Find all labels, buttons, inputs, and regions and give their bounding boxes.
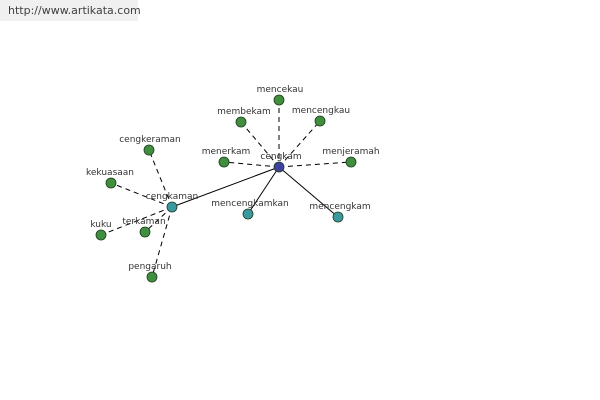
edge-cengkam-mencengkam [278,166,339,218]
node-cengkaman[interactable] [166,201,178,213]
node-label-kuku[interactable]: kuku [90,220,111,230]
node-mencengkam[interactable] [332,211,344,223]
node-label-mencengkam[interactable]: mencengkam [309,202,370,212]
edge-cengkaman-kekuasaan [110,182,173,208]
edge-cengkaman-kuku [100,206,173,236]
node-terkaman[interactable] [139,226,151,238]
node-label-membekam[interactable]: membekam [217,107,271,117]
node-mencengkamkan[interactable] [242,208,254,220]
url-link[interactable]: http://www.artikata.com [8,4,141,17]
node-menjeramah[interactable] [345,156,357,168]
node-label-terkaman[interactable]: terkaman [122,217,165,227]
edge-cengkam-cengkaman [171,166,280,208]
node-membekam[interactable] [235,116,247,128]
edge-cengkam-menerkam [223,161,280,168]
node-label-cengkaman[interactable]: cengkaman [146,192,198,202]
node-label-mencengkamkan[interactable]: mencengkamkan [211,199,289,209]
node-menerkam[interactable] [218,156,230,168]
node-label-menjeramah[interactable]: menjeramah [322,147,379,157]
edge-cengkam-mencengkamkan [247,166,280,215]
edge-cengkaman-cengkeraman [148,149,173,208]
node-cengkam[interactable] [273,161,285,173]
edge-cengkaman-terkaman [144,206,173,233]
node-label-menerkam[interactable]: menerkam [202,147,251,157]
graph-edges [100,100,352,278]
node-mencengkau[interactable] [314,115,326,127]
node-pengaruh[interactable] [146,271,158,283]
node-mencekau[interactable] [273,94,285,106]
node-label-cengkeraman[interactable]: cengkeraman [119,135,181,145]
node-label-mencekau[interactable]: mencekau [257,85,304,95]
node-kuku[interactable] [95,229,107,241]
url-bar: http://www.artikata.com [0,0,141,21]
edge-cengkaman-pengaruh [151,206,173,278]
node-kekuasaan[interactable] [105,177,117,189]
node-label-mencengkau[interactable]: mencengkau [292,106,350,116]
edge-cengkam-mencengkau [278,120,321,168]
node-label-pengaruh[interactable]: pengaruh [128,262,171,272]
graph-labels: cengkam cengkaman mencengkamkan mencengkam m… [86,85,380,272]
graph-nodes [95,94,357,283]
node-label-kekuasaan[interactable]: kekuasaan [86,168,134,178]
edge-cengkam-menjeramah [278,161,352,168]
node-label-cengkam[interactable]: cengkam [260,152,301,162]
node-cengkeraman[interactable] [143,144,155,156]
edge-cengkam-membekam [240,121,280,168]
